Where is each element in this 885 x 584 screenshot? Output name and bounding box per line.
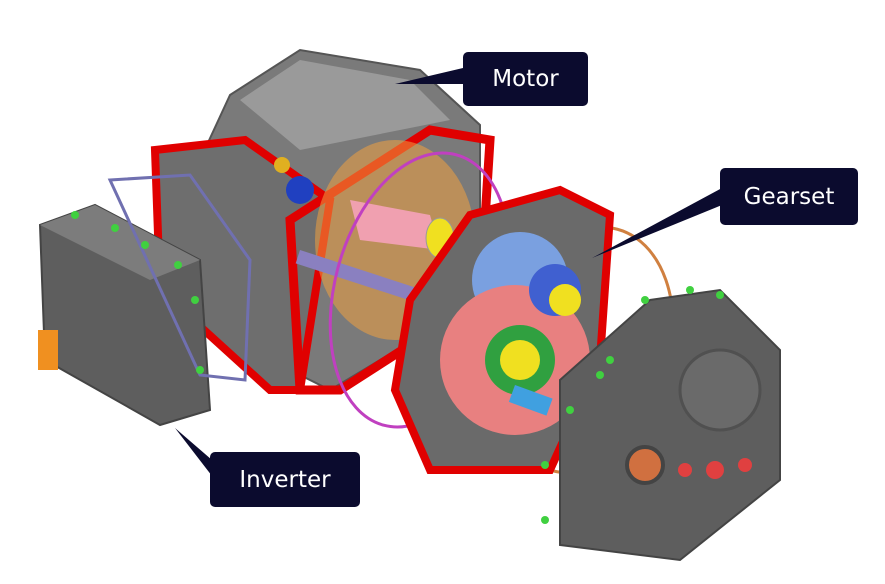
inverter-pointer — [175, 428, 212, 476]
gearset-housing — [390, 185, 615, 474]
inverter-housing — [38, 173, 252, 427]
gearset-pointer — [592, 188, 722, 258]
motor-housing — [150, 48, 495, 395]
motor-label: Motor — [463, 52, 588, 106]
gearset-label: Gearset — [720, 168, 858, 225]
inverter-label: Inverter — [210, 452, 360, 507]
bolts — [71, 211, 724, 524]
motor-pointer — [395, 68, 463, 84]
end-cover — [559, 288, 781, 562]
